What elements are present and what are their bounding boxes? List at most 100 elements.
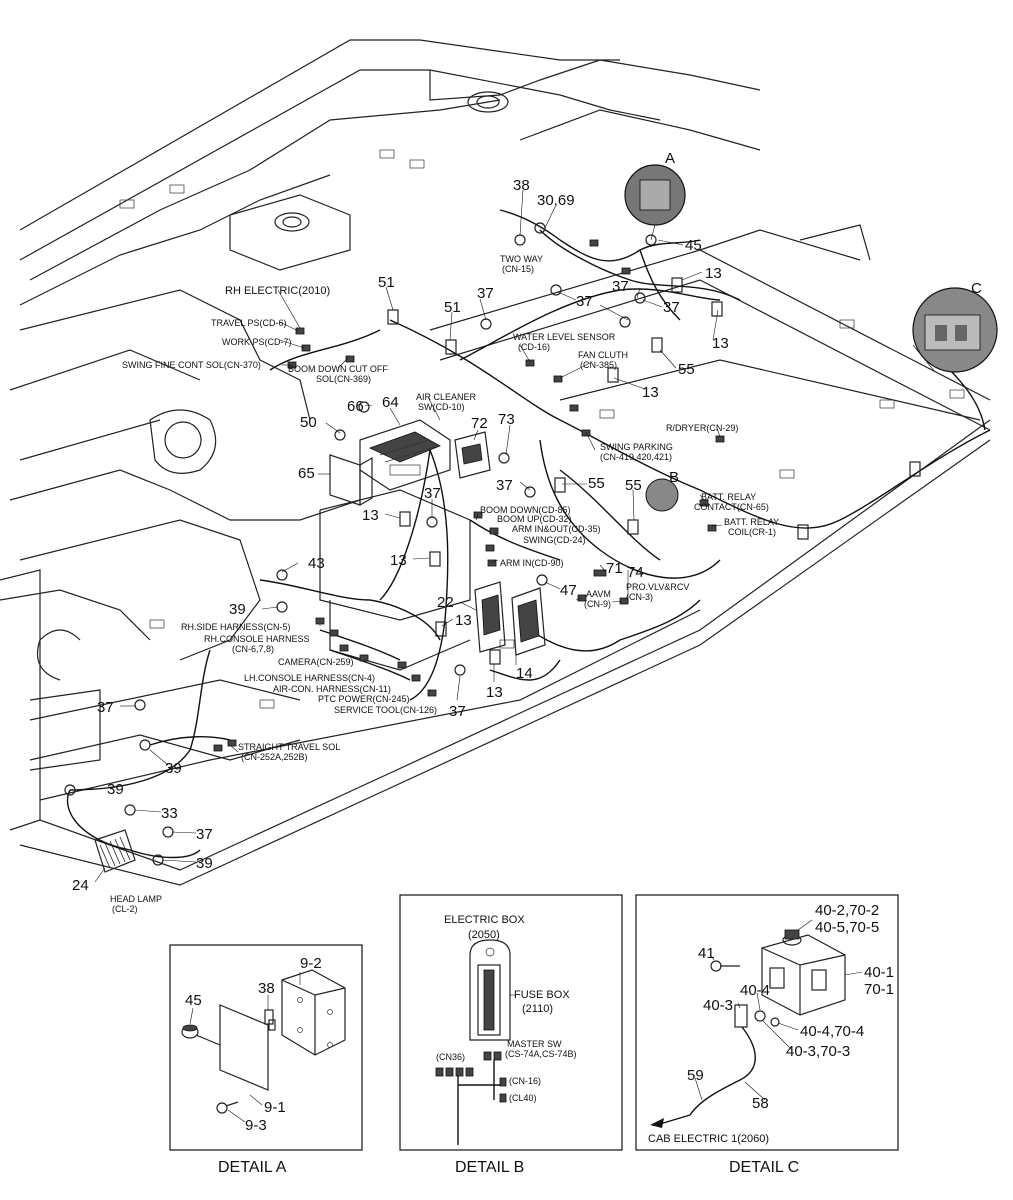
detail-c-callout-41: 41 [698,945,715,962]
detail-b-label-fuse-box-code: (2110) [522,1003,553,1015]
bracket-box-65 [329,454,373,507]
callout-13: 13 [705,265,722,282]
detail-bubble-b [645,478,679,512]
detail-a-callout-45: 45 [185,992,202,1009]
callout-13: 13 [390,552,407,569]
callout-39: 39 [229,601,246,618]
controller-unit-64 [359,419,451,491]
label-rh-console-code: (CN-6,7,8) [232,644,274,654]
callout-51: 51 [378,274,395,291]
detail-c-caption: DETAIL C [729,1159,799,1176]
callout-37: 37 [496,477,513,494]
label-pro-vlv-rcv-code: (CN-3) [626,592,653,602]
callout-13: 13 [486,684,503,701]
label-two-way: TWO WAY [500,254,543,264]
callout-37: 37 [477,285,494,302]
callout-71: 71 [606,560,623,577]
callout-55: 55 [588,475,605,492]
detail-b-label-master-sw-code: (CS-74A,CS-74B) [505,1049,577,1059]
label-batt-relay-contact-code: CONTACT(CN-65) [694,502,769,512]
label-camera: CAMERA(CN-259) [278,657,354,667]
label-swing-fine-cont-sol: SWING FINE CONT SOL(CN-370) [122,360,261,370]
main-labels: RH ELECTRIC(2010) TRAVEL PS(CD-6) WORK P… [110,254,779,914]
upper-frame-structure [0,39,991,886]
callout-37: 37 [424,485,441,502]
callout-39: 39 [196,855,213,872]
detail-c-frame [635,894,899,1151]
detail-a-callout-38: 38 [258,980,275,997]
detail-b-label-cn36: (CN36) [436,1052,465,1062]
detail-c-callout-70-1: 70-1 [864,981,894,998]
label-lh-console-harness: LH.CONSOLE HARNESS(CN-4) [244,673,375,683]
callout-43: 43 [308,555,325,572]
callout-14: 14 [516,665,533,682]
label-batt-relay-contact: BATT. RELAY [701,492,756,502]
label-aavm: AAVM [586,589,611,599]
label-boom-down-cut-off: BOOM DOWN CUT OFF [288,364,388,374]
detail-b-label-electric-box-code: (2050) [468,929,500,941]
detail-a-callout-9-2: 9-2 [300,955,322,972]
label-swing: SWING(CD-24) [523,535,586,545]
label-r-dryer: R/DRYER(CN-29) [666,423,738,433]
label-swing-parking-code: (CN-419,420,421) [600,452,672,462]
label-ptc-power: PTC POWER(CN-245) [318,694,410,704]
callout-65: 65 [298,465,315,482]
detail-c-label-cab-electric: CAB ELECTRIC 1(2060) [648,1133,769,1145]
detail-b-label-fuse-box: FUSE BOX [514,989,570,1001]
clamp-markers [387,277,921,665]
label-arm-in-out: ARM IN&OUT(CD-35) [512,524,601,534]
callout-64: 64 [382,394,399,411]
callout-13: 13 [362,507,379,524]
label-fan-cluth-code: (CN-385) [580,360,617,370]
callout-73: 73 [498,411,515,428]
label-batt-relay-coil: BATT. RELAY [724,517,779,527]
detail-a-frame [169,944,363,1151]
detail-a-callout-9-1: 9-1 [264,1099,286,1116]
callout-39: 39 [165,760,182,777]
label-head-lamp-code: (CL-2) [112,904,138,914]
label-rh-side-harness: RH.SIDE HARNESS(CN-5) [181,622,291,632]
label-rh-electric: RH ELECTRIC(2010) [225,285,330,297]
label-air-cleaner: AIR CLEANER [416,392,477,402]
callout-30-69: 30,69 [537,192,575,209]
label-boom-up: BOOM UP(CD-32) [497,514,572,524]
detail-b-label-cn16: (CN-16) [509,1076,541,1086]
label-arm-in: ARM IN(CD-90) [500,558,564,568]
label-fan-cluth: FAN CLUTH [578,350,628,360]
callout-51: 51 [444,299,461,316]
callout-37: 37 [663,299,680,316]
detail-c-callout-40-2-70-2: 40-2,70-2 [815,902,879,919]
callout-47: 47 [560,582,577,599]
detail-c-callout-40-3: 40-3 [703,997,733,1014]
label-water-level-code: (CD-16) [518,342,550,352]
detail-b-frame [399,894,623,1151]
label-swing-parking: SWING PARKING [600,442,673,452]
label-air-con-harness: AIR-CON. HARNESS(CN-11) [273,684,391,694]
detail-b-label-electric-box: ELECTRIC BOX [444,914,525,926]
label-boom-down-cut-off-sol: SOL(CN-369) [316,374,371,384]
callout-37: 37 [612,278,629,295]
callout-13: 13 [642,384,659,401]
callout-37: 37 [196,826,213,843]
callout-37: 37 [576,293,593,310]
label-work-ps: WORK PS(CD-7) [222,337,292,347]
bracket-72 [454,431,491,479]
callout-33: 33 [161,805,178,822]
callout-72: 72 [471,415,488,432]
relay-box-22 [474,581,506,653]
label-batt-relay-coil-code: COIL(CR-1) [728,527,776,537]
callout-37: 37 [97,699,114,716]
detail-a-panel: 45 38 9-2 9-1 9-3 DETAIL A [169,944,363,1176]
detail-b-label-master-sw: MASTER SW [507,1039,562,1049]
label-air-cleaner-sw: SW(CD-10) [418,402,465,412]
callout-detail-b-marker: B [669,469,679,486]
detail-a-caption: DETAIL A [218,1159,287,1176]
callout-22: 22 [437,594,454,611]
detail-c-callout-40-5-70-5: 40-5,70-5 [815,919,879,936]
label-boom-down: BOOM DOWN(CD-85) [480,505,571,515]
detail-bubble-c [912,287,998,373]
detail-a-callout-9-3: 9-3 [245,1117,267,1134]
callout-45: 45 [685,237,702,254]
detail-c-callout-58: 58 [752,1095,769,1112]
